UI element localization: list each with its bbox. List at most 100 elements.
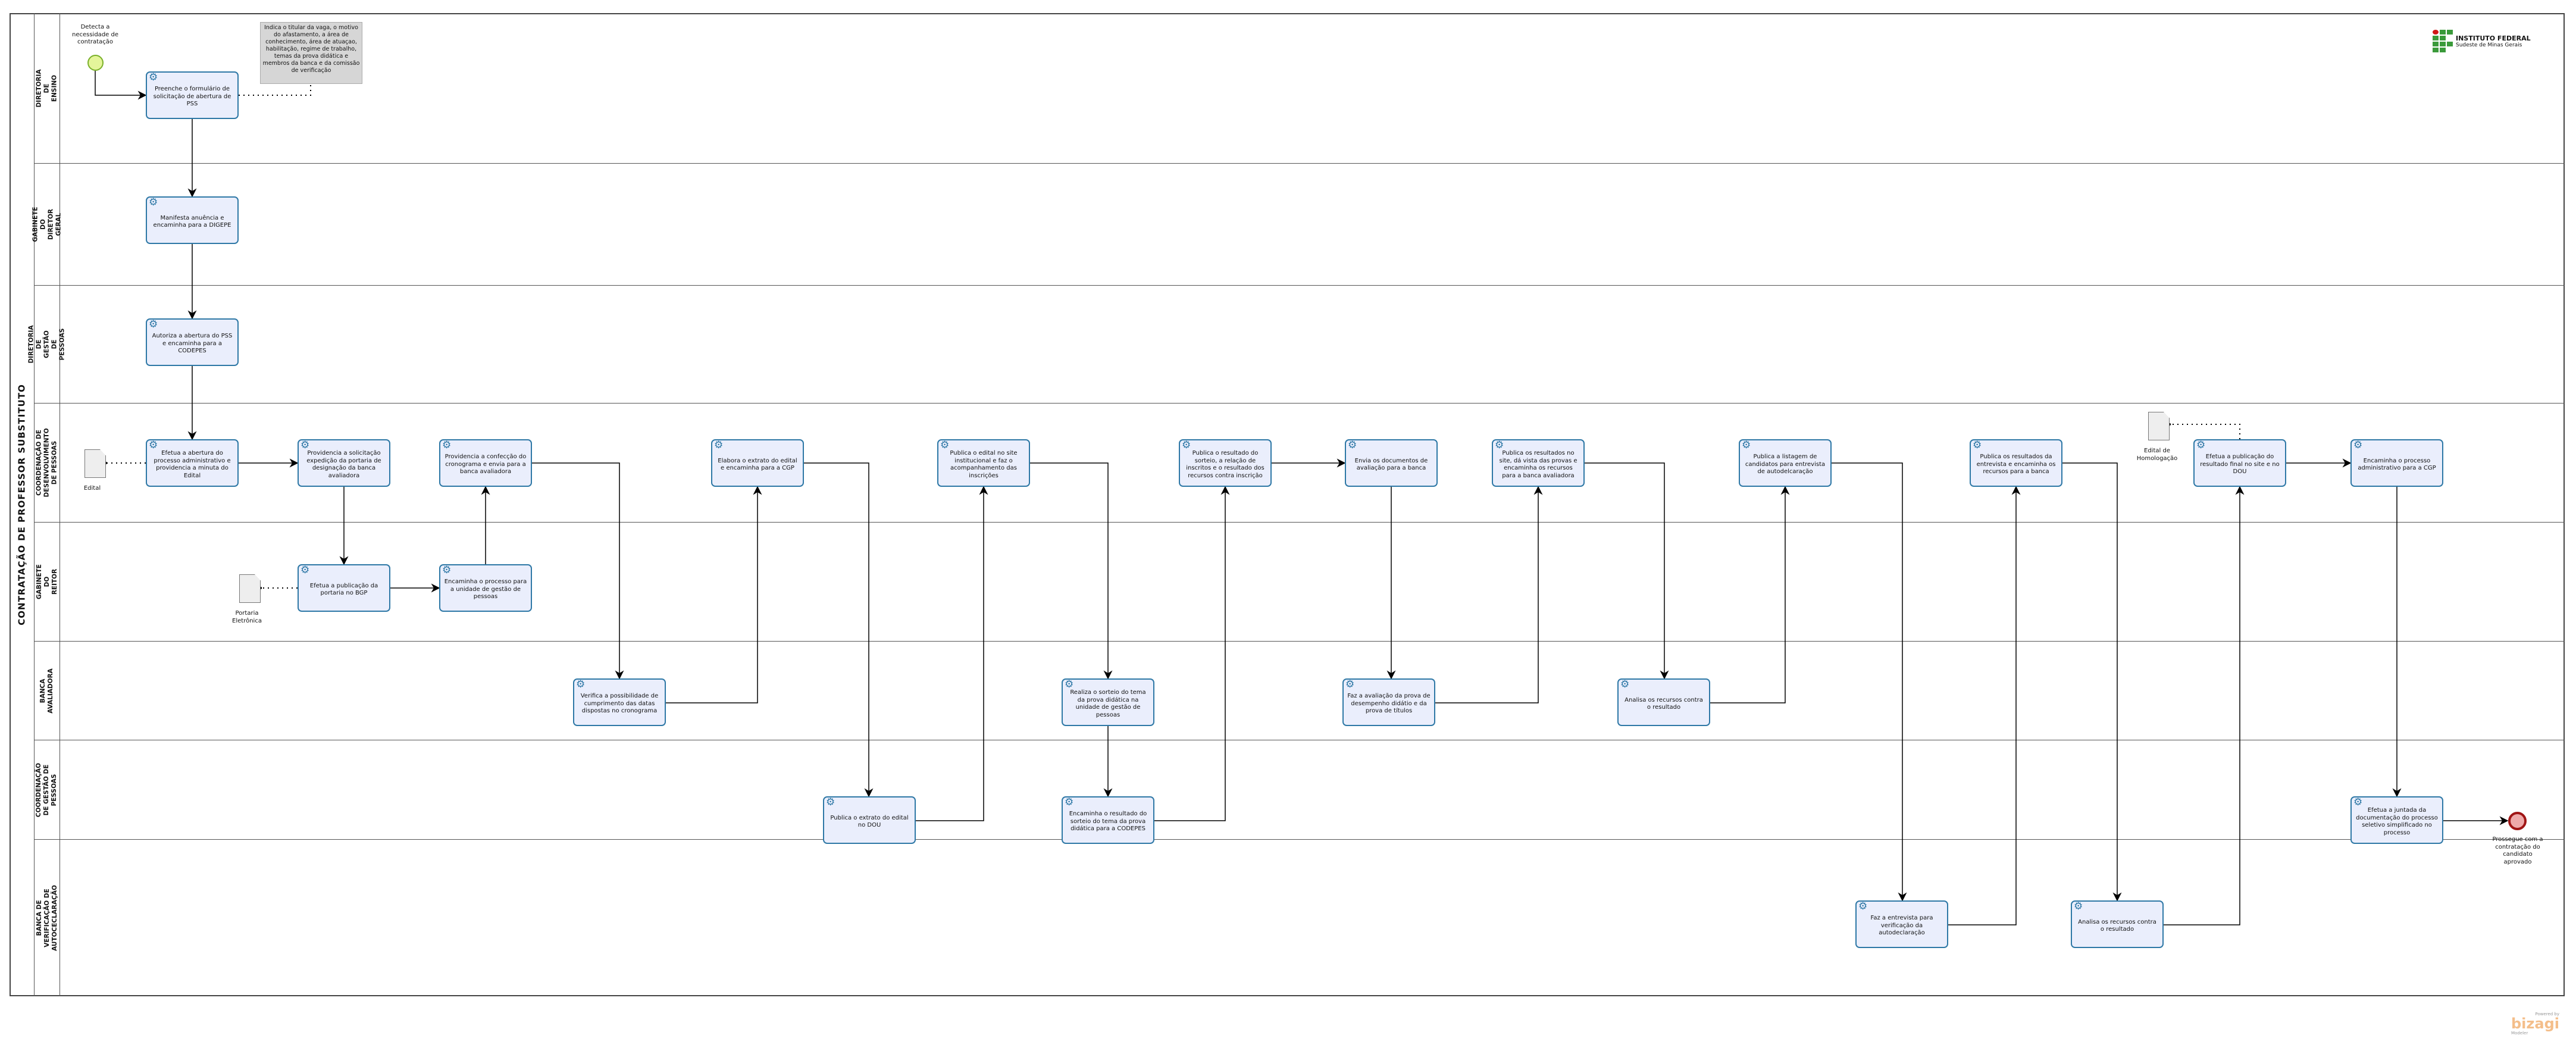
task-label: Providencia a confecção do cronograma e …: [445, 453, 527, 476]
task[interactable]: ⚙Publica o edital no site institucional …: [937, 439, 1030, 487]
pool-title: CONTRATAÇÃO DE PROFESSOR SUBSTITUTO: [10, 13, 35, 996]
task[interactable]: ⚙ Encaminha o processo para a unidade de …: [439, 564, 532, 612]
lane-label: GABINETE DO DIRETOR GERAL: [32, 164, 62, 285]
service-task-gear-icon: ⚙: [301, 564, 310, 576]
task[interactable]: ⚙Faz a avaliação da prova de desempenho …: [1342, 678, 1435, 726]
task-label: Manifesta anuência e encaminha para a DI…: [153, 214, 231, 229]
service-task-gear-icon: ⚙: [714, 439, 724, 451]
service-task-gear-icon: ⚙: [1620, 678, 1630, 690]
task[interactable]: ⚙Publica os resultados no site, dá vista…: [1492, 439, 1585, 487]
task-label: Publica os resultados da entrevista e en…: [1976, 453, 2056, 476]
service-task-gear-icon: ⚙: [149, 196, 158, 208]
service-task-gear-icon: ⚙: [826, 796, 835, 808]
association: [239, 84, 311, 96]
task[interactable]: ⚙ Publica os resultados da entrevista e e…: [1970, 439, 2062, 487]
service-task-gear-icon: ⚙: [940, 439, 950, 451]
logo-title: INSTITUTO FEDERAL: [2456, 34, 2531, 42]
document-icon[interactable]: [239, 574, 261, 603]
service-task-gear-icon: ⚙: [1742, 439, 1751, 451]
lane-label: BANCA AVALIADORA: [35, 642, 60, 740]
task[interactable]: ⚙ Providencia a confecção do cronograma e…: [439, 439, 532, 487]
task[interactable]: ⚙Efetua a abertura do processo administr…: [146, 439, 239, 487]
sequence-flow: [1154, 486, 1230, 821]
sequence-flow: [1030, 462, 1113, 680]
lane-label: DIRETORIA DE ENSINO: [35, 13, 60, 163]
logo-mark: [2433, 30, 2453, 52]
task[interactable]: ⚙Analisa os recursos contra o resultado: [1617, 678, 1710, 726]
annotation-note: Indica o titular da vaga, o motivo do af…: [260, 22, 362, 84]
task-label: Efetua a abertura do processo administra…: [154, 450, 231, 479]
lane: GABINETE DO DIRETOR GERAL: [32, 164, 2565, 286]
task-label: Encaminha o processo para a unidade de g…: [444, 578, 527, 601]
task[interactable]: ⚙Efetua a juntada da documentação do pro…: [2350, 796, 2443, 844]
task[interactable]: ⚙Efetua a publicação do resultado final …: [2193, 439, 2286, 487]
document-label: Edital de Homologação: [2136, 448, 2178, 462]
service-task-gear-icon: ⚙: [2353, 439, 2363, 451]
sequence-flow: [532, 462, 624, 680]
task[interactable]: ⚙Verifica a possibilidade de cumprimento…: [573, 678, 666, 726]
document-icon[interactable]: [84, 449, 106, 478]
service-task-gear-icon: ⚙: [1858, 900, 1868, 912]
powered-by: Powered by: [2535, 1012, 2559, 1017]
task-label: Preenche o formulário de solicitação de …: [153, 86, 231, 108]
service-task-gear-icon: ⚙: [442, 439, 452, 451]
lane-label: COORDENAÇÃO DE GESTÃO DE PESSOAS: [35, 740, 60, 839]
task-label: Realiza o sorteio do tema da prova didát…: [1070, 689, 1146, 718]
task[interactable]: ⚙Autoriza a abertura do PSS e encaminha …: [146, 318, 239, 366]
service-task-gear-icon: ⚙: [2353, 796, 2363, 808]
lane-label: COORDENAÇÃO DE DESENVOLVIMENTO DE PESSOA…: [35, 404, 60, 522]
task-label: Envia os documentos de avaliação para a …: [1354, 457, 1428, 472]
service-task-gear-icon: ⚙: [1973, 439, 1982, 451]
task-label: Verifica a possibilidade de cumprimento …: [580, 693, 659, 715]
task-label: Efetua a publicação da portaria no BGP: [309, 582, 378, 597]
end-event[interactable]: [2508, 812, 2527, 830]
start-event[interactable]: [87, 55, 104, 71]
lane: COORDENAÇÃO DE GESTÃO DE PESSOAS: [35, 740, 2565, 840]
sequence-flow: [916, 486, 988, 821]
task[interactable]: ⚙ Publica a listagem de candidatos para e…: [1739, 439, 1832, 487]
service-task-gear-icon: ⚙: [149, 318, 158, 330]
sequence-flow: [1948, 486, 2021, 925]
association: [2171, 424, 2240, 439]
sequence-flow: [1585, 462, 1669, 680]
service-task-gear-icon: ⚙: [1182, 439, 1191, 451]
task[interactable]: ⚙ Efetua a publicação da portaria no BGP: [298, 564, 390, 612]
task-label: Publica o edital no site institucional e…: [950, 450, 1018, 479]
task[interactable]: ⚙ Elabora o extrato do edital e encaminha…: [711, 439, 804, 487]
lane: DIRETORIA DE GESTÃO DE PESSOAS: [28, 286, 2565, 404]
sequence-flow: [2062, 462, 2122, 902]
task[interactable]: ⚙Faz a entrevista para verificação da au…: [1855, 900, 1948, 948]
task[interactable]: ⚙ Encaminha o resultado do sorteio do tem…: [1062, 796, 1154, 844]
task-label: Encaminha o resultado do sorteio do tema…: [1069, 811, 1147, 833]
task[interactable]: ⚙ Envia os documentos de avaliação para a…: [1345, 439, 1438, 487]
task-label: Elabora o extrato do edital e encaminha …: [718, 457, 797, 472]
lane: GABINETE DO REITOR: [35, 523, 2565, 642]
task[interactable]: ⚙ Encaminha o processo administrativo par…: [2350, 439, 2443, 487]
end-event-label: Prossegue com a contratação do candidato…: [2492, 836, 2543, 865]
task[interactable]: ⚙Preenche o formulário de solicitação de…: [146, 71, 239, 119]
document-icon[interactable]: [2148, 412, 2170, 440]
task-label: Publica a listagem de candidatos para en…: [1745, 453, 1826, 476]
task-label: Faz a avaliação da prova de desempenho d…: [1347, 693, 1431, 715]
task-label: Efetua a publicação do resultado final n…: [2200, 453, 2280, 476]
service-task-gear-icon: ⚙: [1065, 796, 1074, 808]
task[interactable]: ⚙Analisa os recursos contra o resultado: [2071, 900, 2164, 948]
lane: DIRETORIA DE ENSINO: [35, 13, 2565, 164]
task[interactable]: ⚙Providencia a solicitação expedição da …: [298, 439, 390, 487]
document-label: Edital: [83, 485, 101, 492]
service-task-gear-icon: ⚙: [301, 439, 310, 451]
sequence-flow: [1832, 462, 1907, 902]
service-task-gear-icon: ⚙: [442, 564, 452, 576]
task[interactable]: ⚙ Publica o extrato do edital no DOU: [823, 796, 916, 844]
task[interactable]: ⚙Publica o resultado do sorteio, a relaç…: [1179, 439, 1272, 487]
task[interactable]: ⚙Realiza o sorteio do tema da prova didá…: [1062, 678, 1154, 726]
task-label: Encaminha o processo administrativo para…: [2358, 457, 2436, 472]
task[interactable]: ⚙ Manifesta anuência e encaminha para a D…: [146, 196, 239, 244]
task-label: Publica o extrato do edital no DOU: [830, 814, 909, 829]
lane-label: GABINETE DO REITOR: [35, 523, 60, 641]
service-task-gear-icon: ⚙: [1348, 439, 1357, 451]
bizagi-product: Modeler: [2511, 1031, 2528, 1036]
service-task-gear-icon: ⚙: [1495, 439, 1504, 451]
sequence-flow: [95, 71, 147, 100]
